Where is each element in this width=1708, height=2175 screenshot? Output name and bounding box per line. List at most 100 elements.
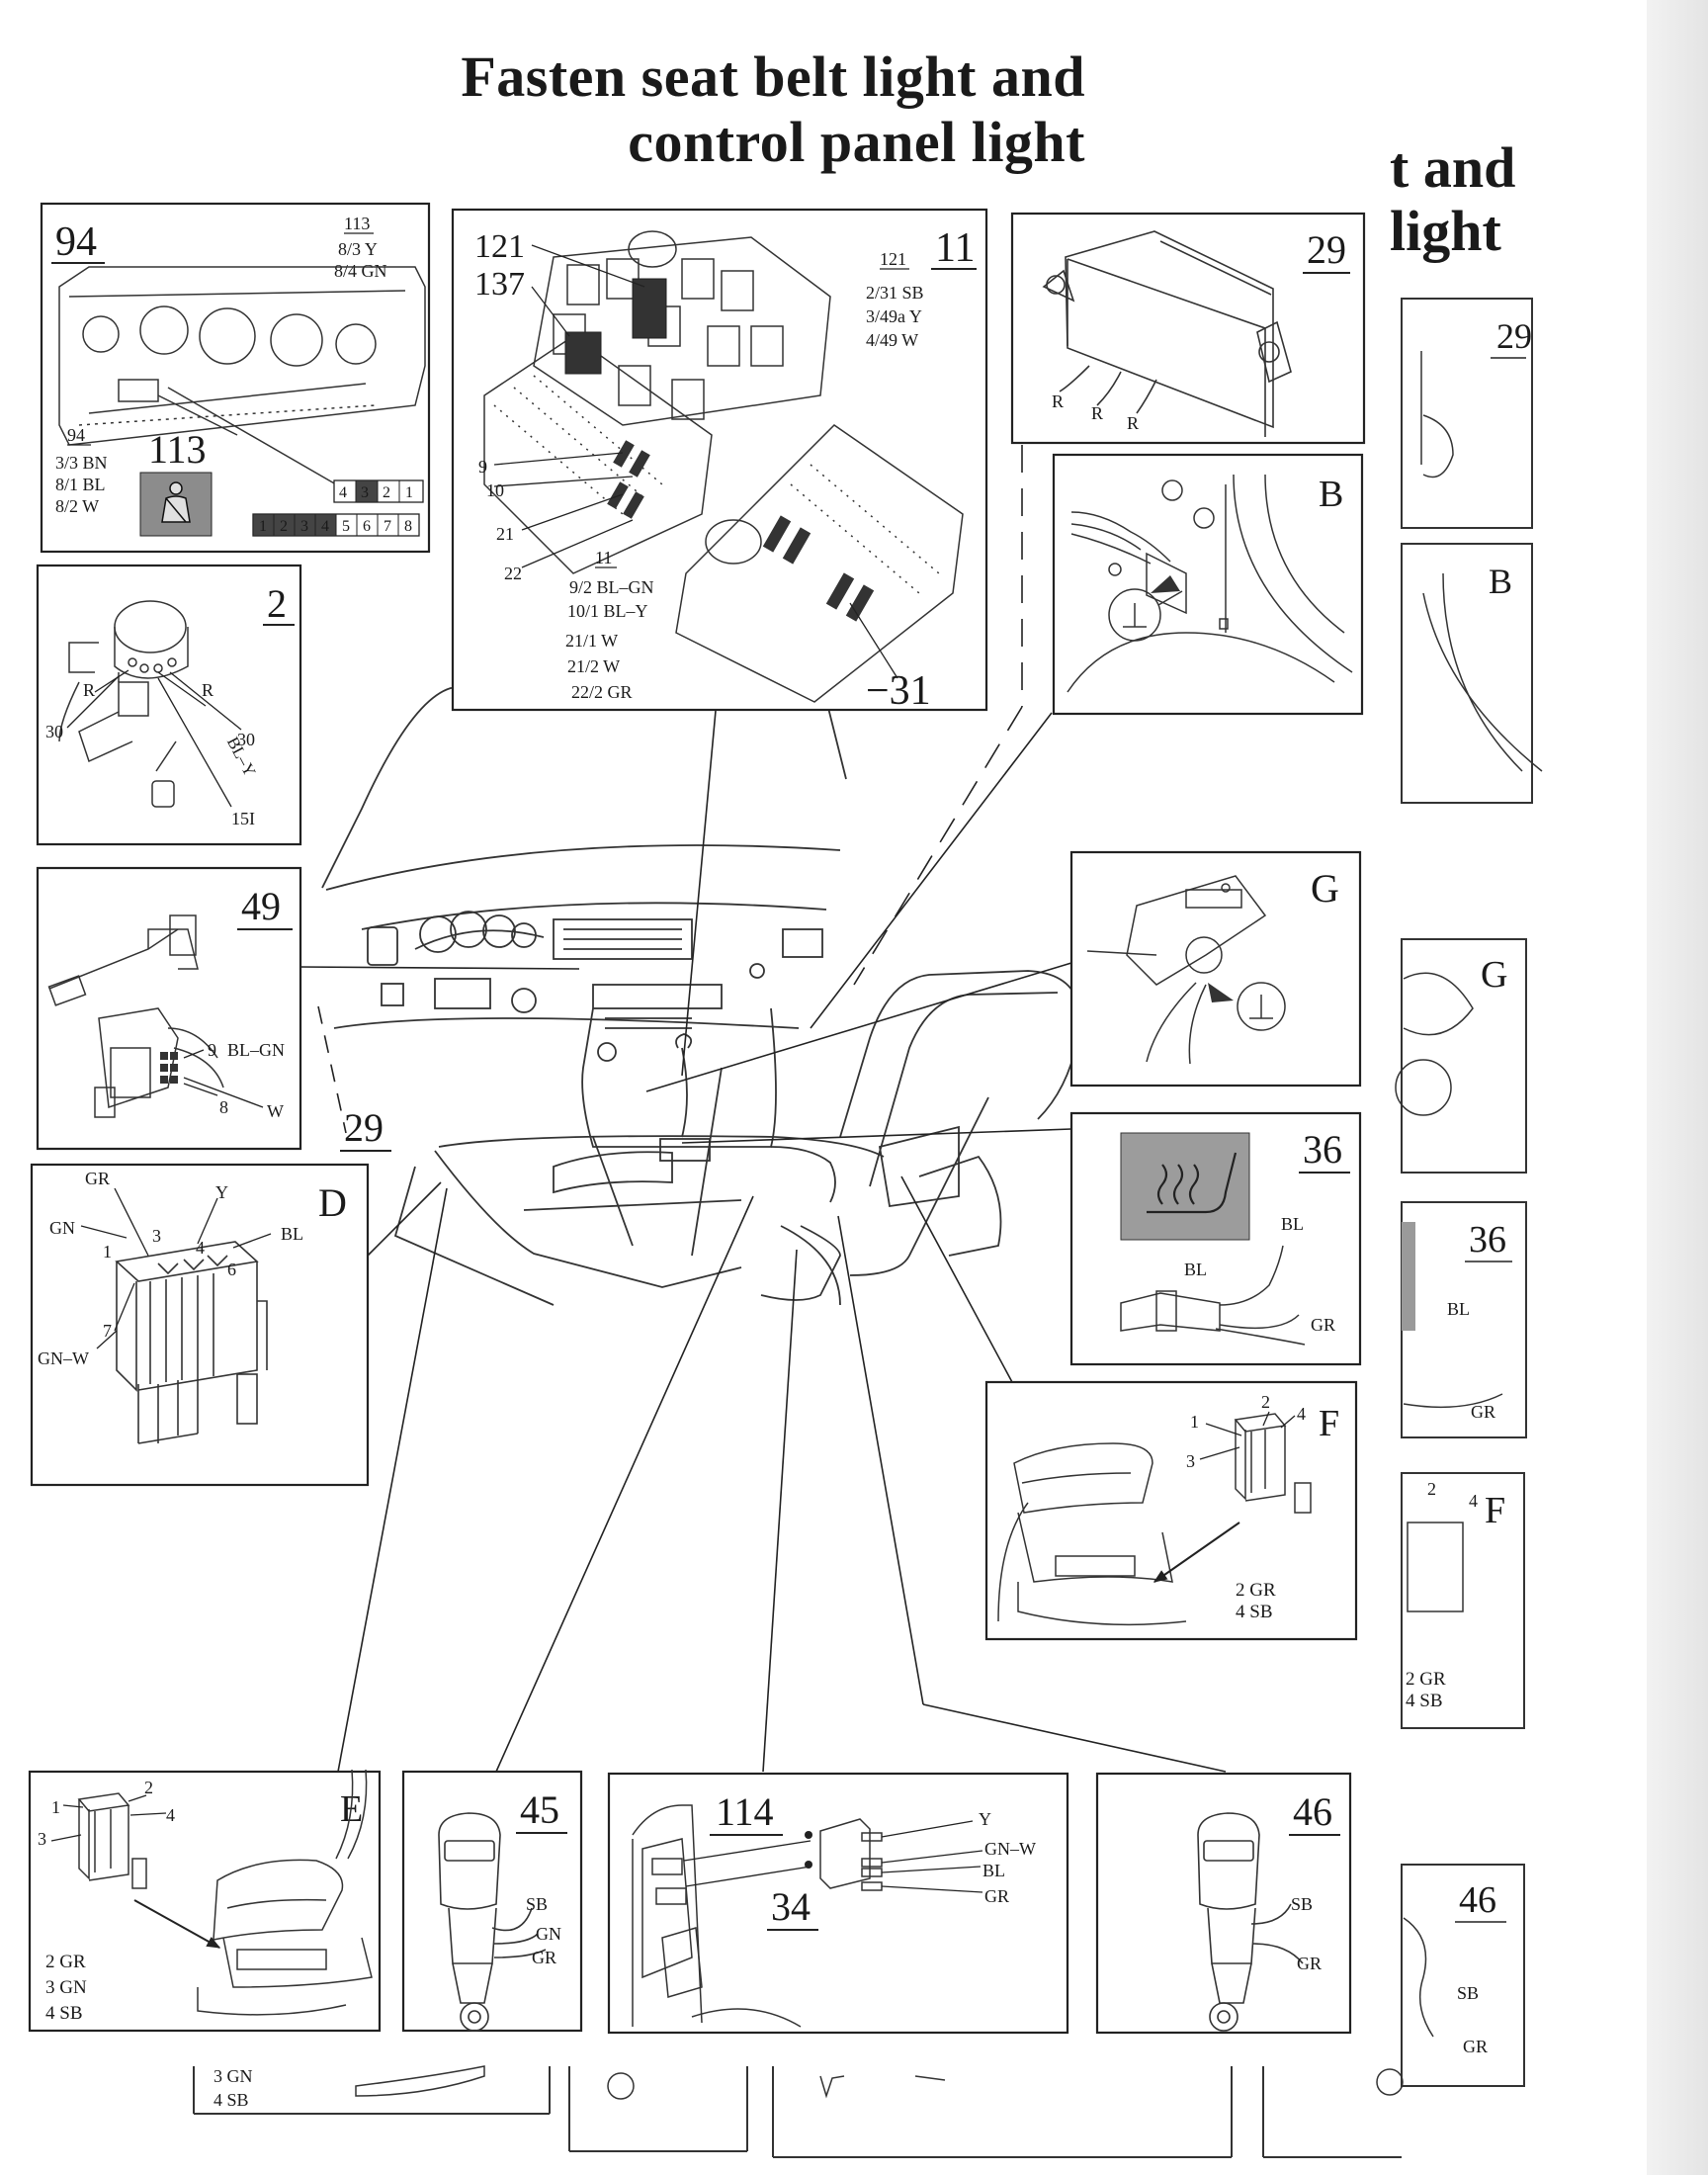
ground-arrow-b bbox=[1151, 575, 1180, 593]
panel-f-wire-2: 4 SB bbox=[1236, 1602, 1273, 1622]
panel-f-pin-4: 4 bbox=[1297, 1404, 1306, 1424]
ghost-f-pin-4: 4 bbox=[1469, 1491, 1478, 1511]
panel-d-pin-1: 1 bbox=[103, 1242, 112, 1262]
panel-36: 36 BL BL GR bbox=[1069, 1111, 1362, 1366]
page-edge-shadow bbox=[1647, 0, 1708, 2175]
relay-121-dark bbox=[632, 278, 667, 339]
pin-bottom-1: 1 bbox=[259, 518, 267, 535]
panel-11-wire-1: 2/31 SB bbox=[866, 283, 924, 303]
page-title-line-1: Fasten seat belt light and bbox=[461, 44, 1085, 109]
ghost-panel-f-label: F bbox=[1485, 1490, 1505, 1531]
panel-f-pin-2: 2 bbox=[1261, 1392, 1270, 1412]
panel-d-label-gn: GN bbox=[49, 1218, 75, 1238]
panel-94-sub-ref: 94 bbox=[67, 425, 85, 445]
ghost-labels: 29 B G 36 BL GR F 2 4 2 GR 4 SB 46 SB GR… bbox=[214, 316, 1532, 2110]
seat-heater-icon bbox=[1120, 1132, 1250, 1241]
panel-d: D GR Y GN 3 4 BL 1 6 7 GN–W bbox=[30, 1163, 370, 1487]
pin-bottom-6: 6 bbox=[363, 518, 371, 535]
ghost-e-wire-1: 3 GN bbox=[214, 2066, 253, 2086]
ghost-f-pin-2: 2 bbox=[1427, 1479, 1436, 1499]
panel-d-label-y: Y bbox=[215, 1182, 228, 1202]
panel-45-wire-gn: GN bbox=[536, 1924, 561, 1944]
panel-11-label: 11 bbox=[935, 225, 975, 271]
panel-2-label-30-right: 30 bbox=[237, 730, 255, 749]
panel-b-label: B bbox=[1319, 474, 1343, 515]
panel-e: E 1 2 4 3 2 GR 3 GN 4 SB bbox=[28, 1769, 382, 2033]
pin-top-4: 4 bbox=[339, 484, 347, 501]
panel-11-wire-3: 4/49 W bbox=[866, 330, 918, 350]
pin-bottom-7: 7 bbox=[384, 518, 391, 535]
ghost-panel-46-label: 46 bbox=[1459, 1879, 1496, 1921]
ghost-title-line-1: t and bbox=[1390, 135, 1516, 200]
panel-2-label: 2 bbox=[267, 581, 287, 626]
panel-46-wire-sb: SB bbox=[1291, 1894, 1313, 1914]
panel-36-label-gr: GR bbox=[1311, 1315, 1335, 1335]
panel-45-label: 45 bbox=[520, 1787, 559, 1832]
ghost-46-wire-sb: SB bbox=[1457, 1983, 1479, 2003]
panel-f-pin-1: 1 bbox=[1190, 1412, 1199, 1432]
panel-e-wire-1: 2 GR bbox=[45, 1952, 86, 1972]
panel-11-sub-wire-3: 21/1 W bbox=[565, 631, 618, 651]
panel-d-label-gr: GR bbox=[85, 1169, 110, 1188]
panel-94-sub-wire-3: 8/2 W bbox=[55, 496, 99, 516]
seat-heater-symbol bbox=[1147, 1152, 1238, 1214]
relay-137-dark bbox=[564, 331, 602, 375]
panel-29-wire-3: R bbox=[1127, 413, 1139, 433]
panel-114: 114 34 Y GN–W BL bbox=[607, 1772, 1069, 2035]
panel-49-label-9: 9 bbox=[208, 1040, 216, 1060]
panel-45: 45 SB GN GR bbox=[401, 1770, 583, 2033]
panel-49-label: 49 bbox=[241, 884, 281, 928]
pin-top-2: 2 bbox=[383, 484, 390, 501]
panel-e-wire-2: 3 GN bbox=[45, 1977, 87, 1998]
panel-d-pin-6: 6 bbox=[227, 1260, 236, 1279]
ghost-46-wire-gr: GR bbox=[1463, 2037, 1488, 2056]
panel-11-callout-9: 9 bbox=[478, 457, 487, 477]
ghost-panel-g-label: G bbox=[1481, 954, 1507, 996]
ghost-f-wire-2: 4 SB bbox=[1406, 1691, 1443, 1711]
panel-d-pin-4: 4 bbox=[196, 1238, 205, 1258]
panel-36-label-bl-2: BL bbox=[1184, 1260, 1207, 1279]
pin-top-3: 3 bbox=[361, 484, 369, 501]
ghost-f-wire-1: 2 GR bbox=[1406, 1669, 1446, 1690]
panel-11-sub-wire-4: 21/2 W bbox=[567, 656, 620, 676]
panel-d-pin-7: 7 bbox=[103, 1321, 112, 1341]
panel-2-label-15i: 15I bbox=[231, 809, 255, 828]
callout-29-label: 29 bbox=[344, 1105, 384, 1150]
panel-2-label-r-left: R bbox=[83, 680, 95, 700]
ghost-wire-gr: GR bbox=[1471, 1402, 1495, 1422]
panel-94-ref: 113 bbox=[344, 214, 370, 233]
panel-94-wire-1: 8/3 Y bbox=[338, 239, 378, 259]
panel-11-wire-2: 3/49a Y bbox=[866, 306, 922, 326]
panel-29-wire-2: R bbox=[1091, 403, 1103, 423]
panel-46: 46 SB GR bbox=[1095, 1772, 1352, 2035]
panel-b: B bbox=[1052, 453, 1364, 716]
panel-36-label-bl-1: BL bbox=[1281, 1214, 1304, 1234]
pin-bottom-3: 3 bbox=[300, 518, 308, 535]
panel-2: 2 R R 30 30 BL–Y 15I bbox=[36, 564, 302, 846]
panel-114-wire-gr: GR bbox=[984, 1886, 1009, 1906]
panel-d-label-gn-w: GN–W bbox=[38, 1348, 89, 1368]
ghost-panels bbox=[193, 298, 1543, 2158]
panel-29: 29 R R R bbox=[1010, 212, 1366, 445]
panel-29-label: 29 bbox=[1307, 227, 1346, 272]
pin-bottom-8: 8 bbox=[404, 518, 412, 535]
panel-e-pin-1: 1 bbox=[51, 1797, 60, 1817]
seatbelt-person-icon bbox=[161, 481, 191, 523]
panel-11-callout-21: 21 bbox=[496, 524, 514, 544]
panel-d-pin-3: 3 bbox=[152, 1226, 161, 1246]
panel-114-sub-label: 34 bbox=[771, 1884, 811, 1929]
panel-g-label: G bbox=[1311, 866, 1339, 911]
panel-11-sub-ref: 11 bbox=[595, 548, 612, 567]
pin-bottom-5: 5 bbox=[342, 518, 350, 535]
panel-g: G bbox=[1069, 850, 1362, 1088]
panel-114-label: 114 bbox=[716, 1789, 774, 1834]
pin-top-1: 1 bbox=[405, 484, 413, 501]
panel-114-wire-gn-w: GN–W bbox=[984, 1839, 1036, 1859]
pin-bottom-4: 4 bbox=[321, 518, 329, 535]
panel-11-label-137: 137 bbox=[474, 266, 525, 303]
ground-arrow-g bbox=[1208, 983, 1234, 1002]
panel-2-label-30-left: 30 bbox=[45, 722, 63, 741]
ghost-panel-29-label: 29 bbox=[1496, 316, 1532, 356]
panel-2-label-r-right: R bbox=[202, 680, 214, 700]
